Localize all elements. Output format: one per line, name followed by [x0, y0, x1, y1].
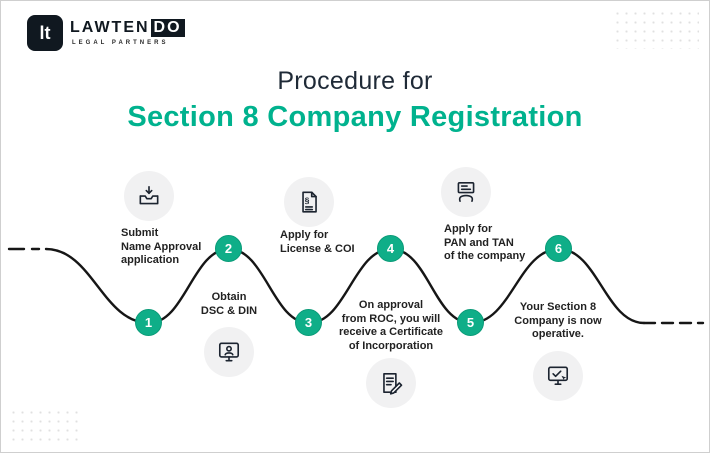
- license-document-icon: §: [284, 177, 334, 227]
- step-4-number-badge: 4: [377, 235, 404, 262]
- step-6-number-badge: 6: [545, 235, 572, 262]
- page-title: Procedure for: [277, 67, 433, 95]
- certificate-pen-icon: [366, 358, 416, 408]
- brand-name: LAWTEN: [70, 19, 150, 36]
- step-2-label: Obtain DSC & DIN: [200, 291, 258, 317]
- step-3-number-badge: 3: [295, 309, 322, 336]
- svg-text:§: §: [305, 196, 310, 206]
- dot-pattern-bottom-left: [9, 408, 79, 442]
- brand-monogram-icon: lt: [27, 15, 63, 51]
- id-card-hand-icon: [441, 167, 491, 217]
- brand-name-highlight: DO: [150, 19, 185, 37]
- step-6-label: Your Section 8 Company is now operative.: [514, 301, 602, 340]
- person-monitor-icon: [204, 327, 254, 377]
- inbox-submit-icon: [124, 171, 174, 221]
- step-1-label: Submit Name Approval application: [121, 227, 202, 266]
- step-4-label: On approval from ROC, you will receive a…: [339, 299, 443, 352]
- dot-pattern-top-right: [613, 9, 699, 49]
- step-3-label: Apply for License & COI: [280, 229, 355, 255]
- monitor-check-icon: [533, 351, 583, 401]
- page-subtitle: Section 8 Company Registration: [127, 101, 583, 133]
- step-5-number-badge: 5: [457, 309, 484, 336]
- step-1-number-badge: 1: [135, 309, 162, 336]
- brand-tagline: LEGAL PARTNERS: [72, 40, 169, 46]
- step-5-label: Apply for PAN and TAN of the company: [444, 223, 526, 262]
- step-2-number-badge: 2: [215, 235, 242, 262]
